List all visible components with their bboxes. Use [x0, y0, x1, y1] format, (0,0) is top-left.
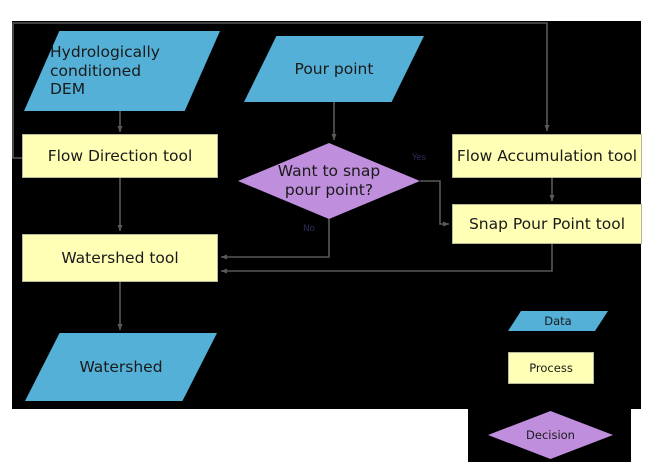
node-flow-direction-tool[interactable]: Flow Direction tool: [22, 134, 218, 178]
edge-label-no: No: [303, 224, 315, 234]
node-label: Snap Pour Point tool: [468, 214, 626, 233]
node-label: Watershed: [79, 357, 163, 376]
edge-snap-to-watershed-tool: [220, 244, 553, 274]
legend-item-data: Data: [508, 311, 608, 331]
edge-decision-yes-to-snap: [420, 180, 450, 227]
node-flow-accumulation-tool[interactable]: Flow Accumulation tool: [452, 134, 642, 178]
node-label: Flow Accumulation tool: [456, 146, 638, 165]
edge-label-yes: Yes: [412, 153, 426, 163]
node-label: Flow Direction tool: [47, 146, 193, 165]
legend-item-process: Process: [508, 352, 594, 384]
legend-label: Data: [544, 313, 572, 328]
legend-label: Process: [529, 360, 573, 375]
edge-dem-to-flow-accumulation: [12, 22, 550, 159]
legend-label: Decision: [526, 427, 575, 442]
edge-decision-no-to-watershed-tool: [220, 219, 330, 260]
node-watershed-tool[interactable]: Watershed tool: [22, 234, 218, 282]
node-label: Watershed tool: [61, 248, 179, 267]
node-snap-pour-point-tool[interactable]: Snap Pour Point tool: [452, 204, 642, 244]
node-label: Pour point: [294, 59, 374, 78]
